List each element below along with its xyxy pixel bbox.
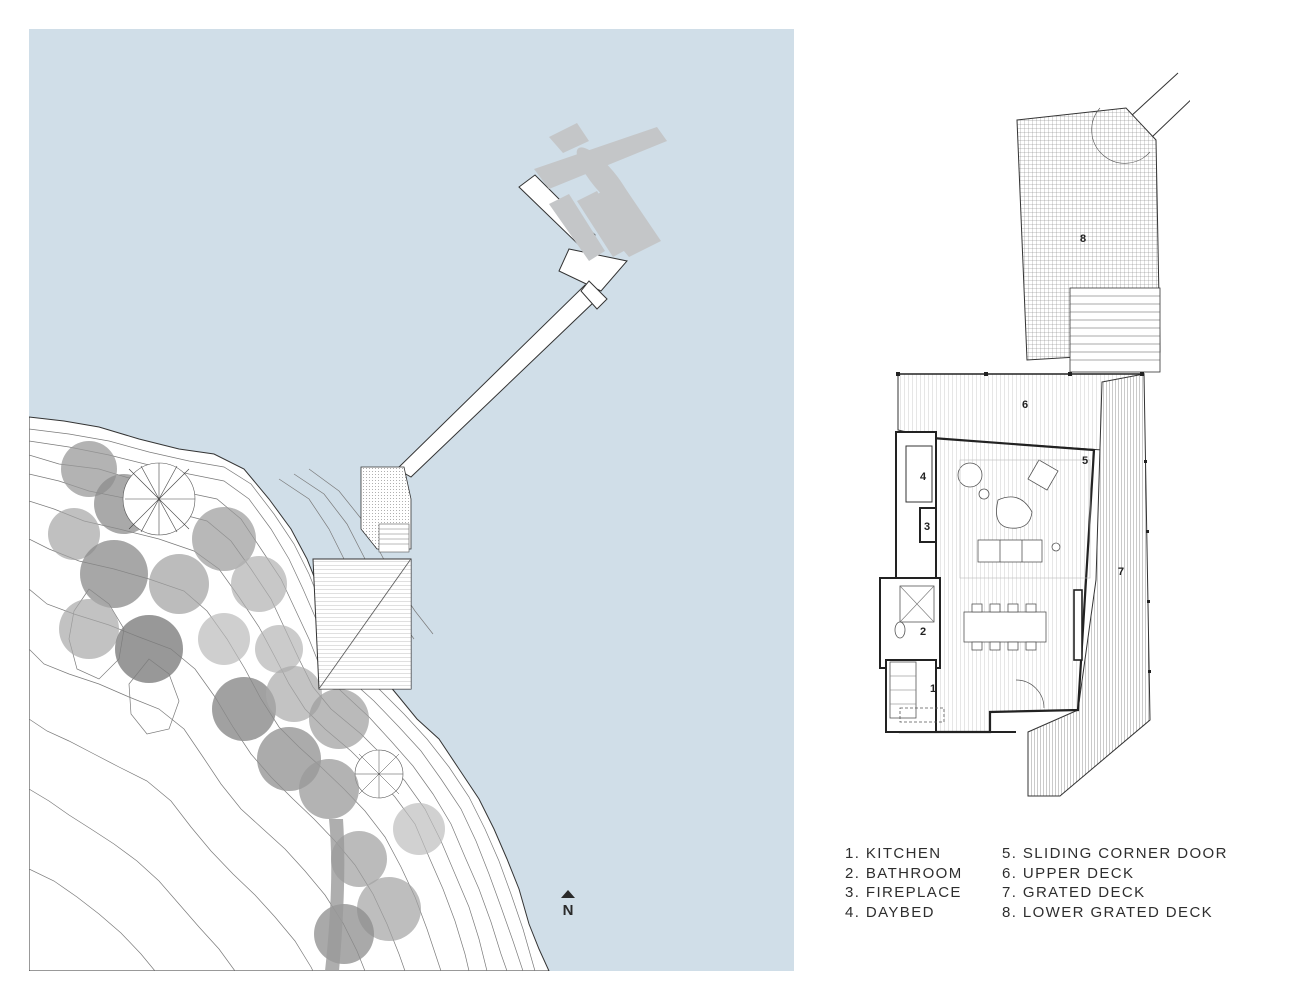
north-label: N xyxy=(562,902,574,919)
site-plan xyxy=(29,29,794,971)
room-number-8: 8 xyxy=(1080,233,1086,245)
grated-deck xyxy=(1027,373,1151,797)
legend-item: 4. DAYBED xyxy=(845,903,935,921)
room-number-1: 1 xyxy=(930,683,936,695)
legend: 1. KITCHEN 2. BATHROOM 3. FIREPLACE 4. D… xyxy=(845,845,1265,921)
legend-item: 2. BATHROOM xyxy=(845,864,963,882)
fireplace xyxy=(919,507,937,543)
seaplane xyxy=(534,123,667,261)
toilet xyxy=(894,621,906,639)
trees xyxy=(48,441,445,971)
north-arrow-icon xyxy=(561,890,575,898)
legend-item: 6. UPPER DECK xyxy=(1002,864,1135,882)
legend-item: 8. LOWER GRATED DECK xyxy=(1002,903,1214,921)
room-number-5: 5 xyxy=(1082,455,1088,467)
railing-posts xyxy=(896,372,1151,673)
legend-item: 7. GRATED DECK xyxy=(1002,884,1146,901)
walkway xyxy=(1129,72,1190,138)
room-number-2: 2 xyxy=(920,626,926,638)
daybed xyxy=(905,445,933,503)
room-number-3: 3 xyxy=(924,521,930,533)
furniture xyxy=(957,459,1091,651)
room-number-4: 4 xyxy=(920,471,927,483)
sliding-door-glazing xyxy=(1073,589,1083,661)
stair xyxy=(1069,287,1161,373)
room-number-7: 7 xyxy=(1118,566,1124,578)
legend-item: 3. FIREPLACE xyxy=(845,884,962,901)
legend-item: 5. SLIDING CORNER DOOR xyxy=(1002,845,1228,862)
legend-item: 1. KITCHEN xyxy=(845,845,942,862)
legend-column-right: 5. SLIDING CORNER DOOR 6. UPPER DECK 7. … xyxy=(1002,845,1228,921)
floor-plan: 1 2 3 4 5 6 7 8 xyxy=(879,72,1190,797)
legend-column-left: 1. KITCHEN 2. BATHROOM 3. FIREPLACE 4. D… xyxy=(845,845,1002,921)
north-arrow: N xyxy=(552,888,584,928)
site-stair xyxy=(378,523,410,553)
room-number-6: 6 xyxy=(1022,399,1028,411)
